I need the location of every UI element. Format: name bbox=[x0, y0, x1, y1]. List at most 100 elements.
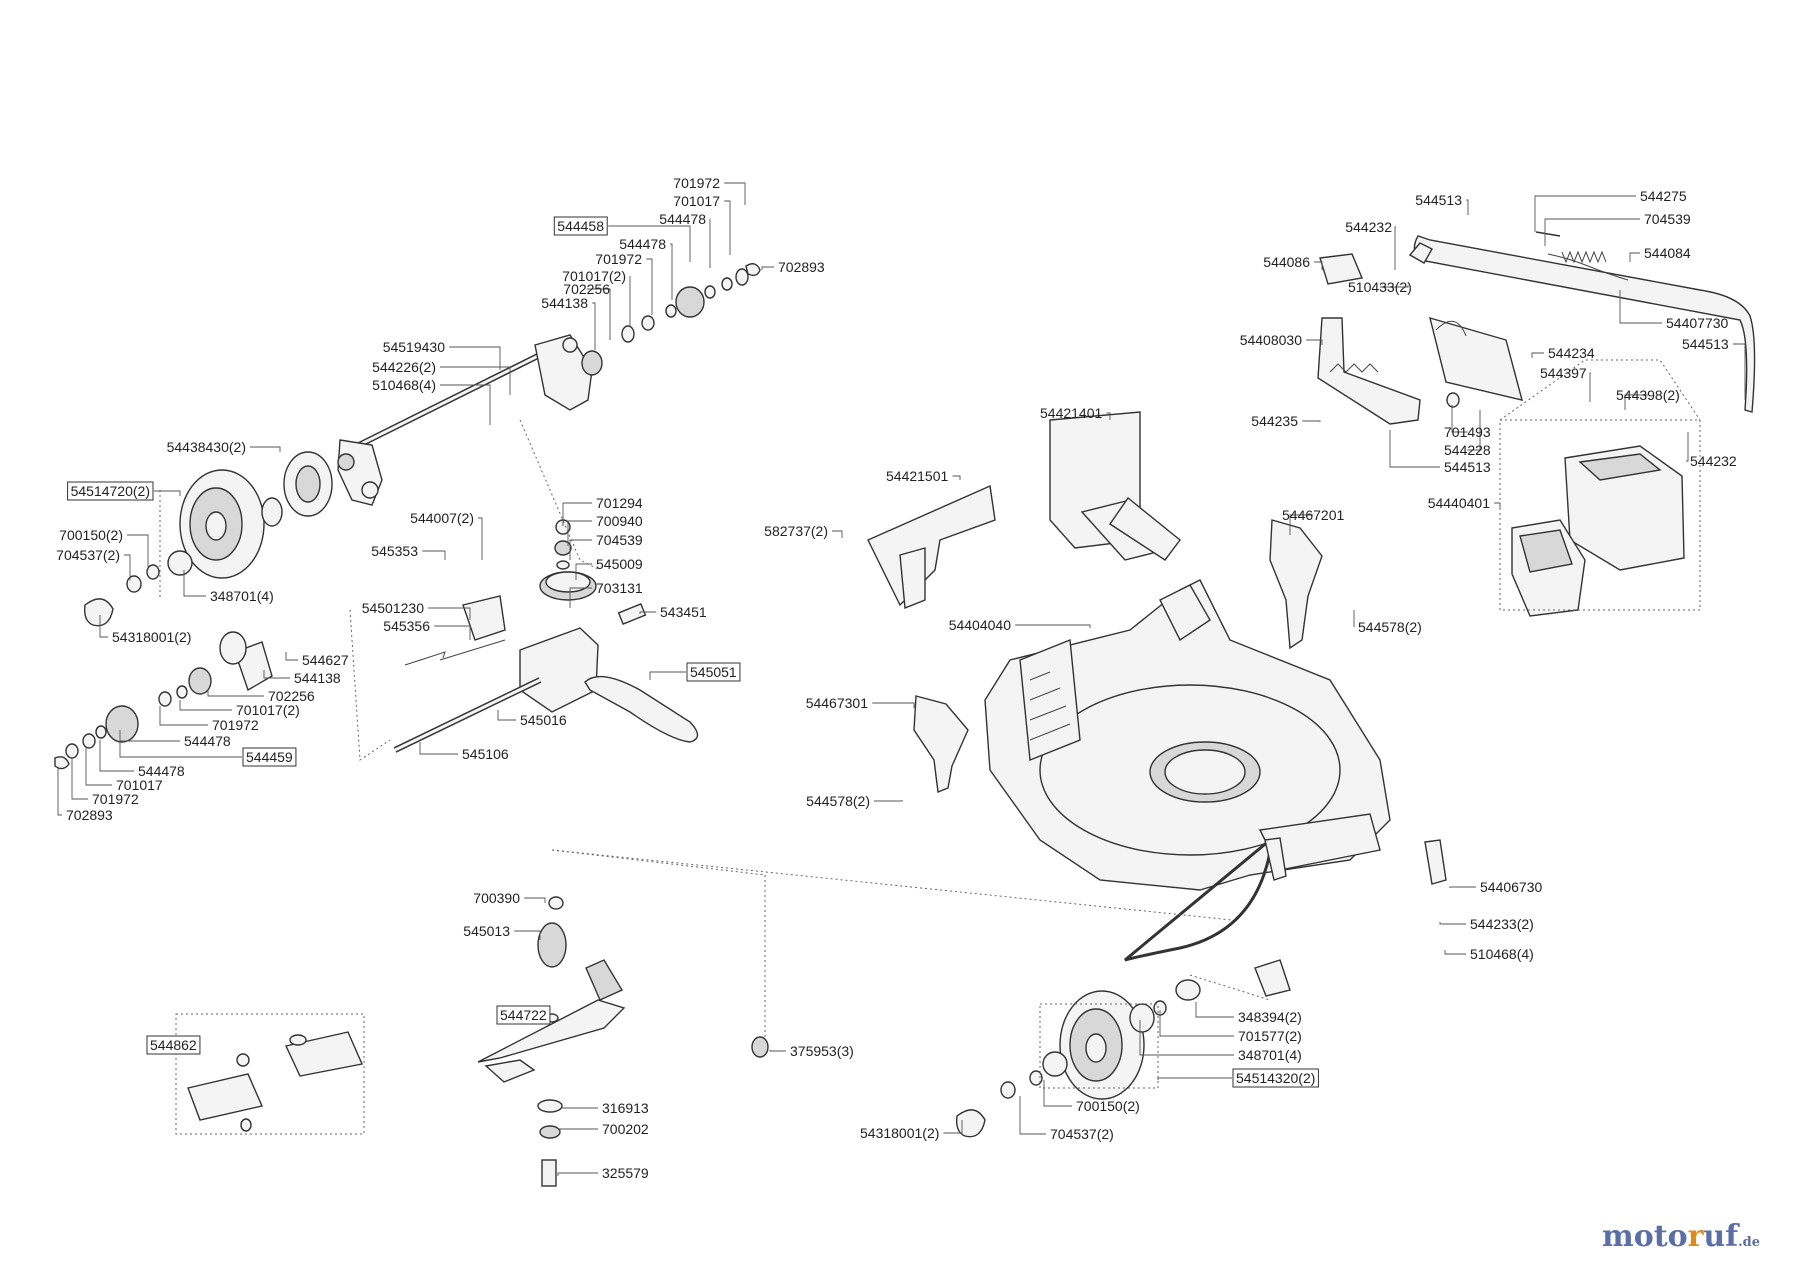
leader-line-701017a bbox=[724, 201, 730, 255]
part-label-700150_2a: 700150(2) bbox=[59, 527, 123, 543]
leader-line-544478d bbox=[100, 740, 134, 771]
part-label-544722: 544722 bbox=[500, 1007, 547, 1023]
leader-line-702893a bbox=[762, 267, 774, 270]
leader-line-54404040 bbox=[1015, 625, 1090, 628]
part-label-544232a: 544232 bbox=[1345, 219, 1392, 235]
brand-part2: r bbox=[1688, 1219, 1704, 1254]
part-label-544228: 544228 bbox=[1444, 442, 1491, 458]
part-label-544478a: 544478 bbox=[659, 211, 706, 227]
part-label-54318001_2a: 54318001(2) bbox=[112, 629, 191, 645]
part-label-544513b: 544513 bbox=[1682, 336, 1729, 352]
part-label-54501230: 54501230 bbox=[362, 600, 425, 616]
leader-line-704539a bbox=[570, 540, 592, 560]
part-label-544459: 544459 bbox=[246, 749, 293, 765]
leader-line-54440401 bbox=[1494, 503, 1500, 508]
part-label-544513c: 544513 bbox=[1444, 459, 1491, 475]
part-label-545356: 545356 bbox=[383, 618, 430, 634]
leader-line-54438430_2 bbox=[250, 447, 280, 452]
side-deflector bbox=[868, 486, 995, 608]
leader-line-544275 bbox=[1535, 196, 1636, 232]
brand-part3: uf bbox=[1703, 1219, 1738, 1254]
leader-line-700390 bbox=[524, 898, 545, 903]
leader-line-700150_2b bbox=[1044, 1080, 1072, 1106]
part-label-704539a: 704539 bbox=[596, 532, 643, 548]
part-label-544627: 544627 bbox=[302, 652, 349, 668]
leader-line-544086 bbox=[1314, 262, 1322, 270]
v-belt bbox=[585, 677, 698, 742]
leader-line-582737_2 bbox=[832, 531, 842, 538]
leader-line-544397 bbox=[1590, 373, 1591, 402]
leader-line-545353 bbox=[422, 551, 445, 560]
part-label-544007_2: 544007(2) bbox=[410, 510, 474, 526]
leader-line-544578_2b bbox=[874, 800, 902, 801]
leader-line-701972b bbox=[646, 259, 652, 315]
leader-line-544138a bbox=[592, 303, 595, 350]
leader-line-701017_2b bbox=[180, 700, 232, 710]
part-label-544138b: 544138 bbox=[294, 670, 341, 686]
part-label-703131: 703131 bbox=[596, 580, 643, 596]
part-label-54514720_2: 54514720(2) bbox=[71, 483, 150, 499]
part-label-375953_3: 375953(3) bbox=[790, 1043, 854, 1059]
part-label-544084: 544084 bbox=[1644, 245, 1691, 261]
part-label-700390: 700390 bbox=[473, 890, 520, 906]
part-label-582737_2: 582737(2) bbox=[764, 523, 828, 539]
rear-flap bbox=[1050, 412, 1180, 560]
part-label-544138a: 544138 bbox=[541, 295, 588, 311]
part-label-348701_4a: 348701(4) bbox=[210, 588, 274, 604]
part-label-701972b: 701972 bbox=[595, 251, 642, 267]
part-number-labels: 7019727010175444785444585444787019727010… bbox=[56, 175, 1737, 1181]
part-label-701017_2b: 701017(2) bbox=[236, 702, 300, 718]
leader-line-701577_2 bbox=[1160, 1010, 1234, 1036]
part-label-544232b: 544232 bbox=[1690, 453, 1737, 469]
part-label-545009: 545009 bbox=[596, 556, 643, 572]
leader-line-544234 bbox=[1532, 353, 1544, 358]
part-label-510468_4b: 510468(4) bbox=[1470, 946, 1534, 962]
part-label-544275: 544275 bbox=[1640, 188, 1687, 204]
leader-line-704537_2b bbox=[1020, 1096, 1046, 1134]
lower-gear-stack bbox=[55, 632, 272, 769]
part-label-348701_4b: 348701(4) bbox=[1238, 1047, 1302, 1063]
brand-part1: moto bbox=[1602, 1219, 1688, 1254]
part-label-544578_2b: 544578(2) bbox=[806, 793, 870, 809]
leader-line-704539b bbox=[1545, 219, 1640, 246]
part-label-545016: 545016 bbox=[520, 712, 567, 728]
part-label-544578_2a: 544578(2) bbox=[1358, 619, 1422, 635]
part-label-701577_2: 701577(2) bbox=[1238, 1028, 1302, 1044]
leader-line-54406730 bbox=[1450, 887, 1476, 888]
part-label-54440401: 54440401 bbox=[1428, 495, 1491, 511]
part-label-543451: 543451 bbox=[660, 604, 707, 620]
leader-line-544232a bbox=[1395, 227, 1396, 270]
part-label-544235: 544235 bbox=[1251, 413, 1298, 429]
leader-line-701972a bbox=[724, 183, 745, 205]
leader-line-701972c bbox=[160, 706, 208, 725]
part-label-544513a: 544513 bbox=[1415, 192, 1462, 208]
part-label-701972a: 701972 bbox=[673, 175, 720, 191]
part-label-54408030: 54408030 bbox=[1240, 332, 1303, 348]
part-label-54467301: 54467301 bbox=[806, 695, 869, 711]
part-label-54404040: 54404040 bbox=[949, 617, 1012, 633]
leader-line-348701_4a bbox=[184, 570, 206, 596]
part-label-701017a: 701017 bbox=[673, 193, 720, 209]
brand-part4: .de bbox=[1738, 1235, 1760, 1250]
part-label-544862: 544862 bbox=[150, 1037, 197, 1053]
part-label-704537_2a: 704537(2) bbox=[56, 547, 120, 563]
leader-line-510468_4b bbox=[1445, 950, 1466, 954]
part-label-704539b: 704539 bbox=[1644, 211, 1691, 227]
leader-line-348394_2 bbox=[1196, 1002, 1234, 1017]
part-label-54514320_2: 54514320(2) bbox=[1236, 1070, 1315, 1086]
part-label-545051: 545051 bbox=[690, 664, 737, 680]
part-label-510468_4a: 510468(4) bbox=[372, 377, 436, 393]
part-label-54438430_2: 54438430(2) bbox=[167, 439, 246, 455]
leader-line-702893b bbox=[58, 768, 62, 815]
part-label-545013: 545013 bbox=[463, 923, 510, 939]
bolt-375953 bbox=[752, 1037, 768, 1057]
leader-line-544233_2 bbox=[1440, 922, 1466, 924]
part-label-544086: 544086 bbox=[1263, 254, 1310, 270]
part-label-54421501: 54421501 bbox=[886, 468, 949, 484]
leader-line-325579 bbox=[558, 1173, 598, 1176]
part-label-325579: 325579 bbox=[602, 1165, 649, 1181]
leader-line-544478b bbox=[670, 244, 672, 300]
part-label-702893b: 702893 bbox=[66, 807, 113, 823]
leader-line-54467301 bbox=[872, 703, 914, 708]
